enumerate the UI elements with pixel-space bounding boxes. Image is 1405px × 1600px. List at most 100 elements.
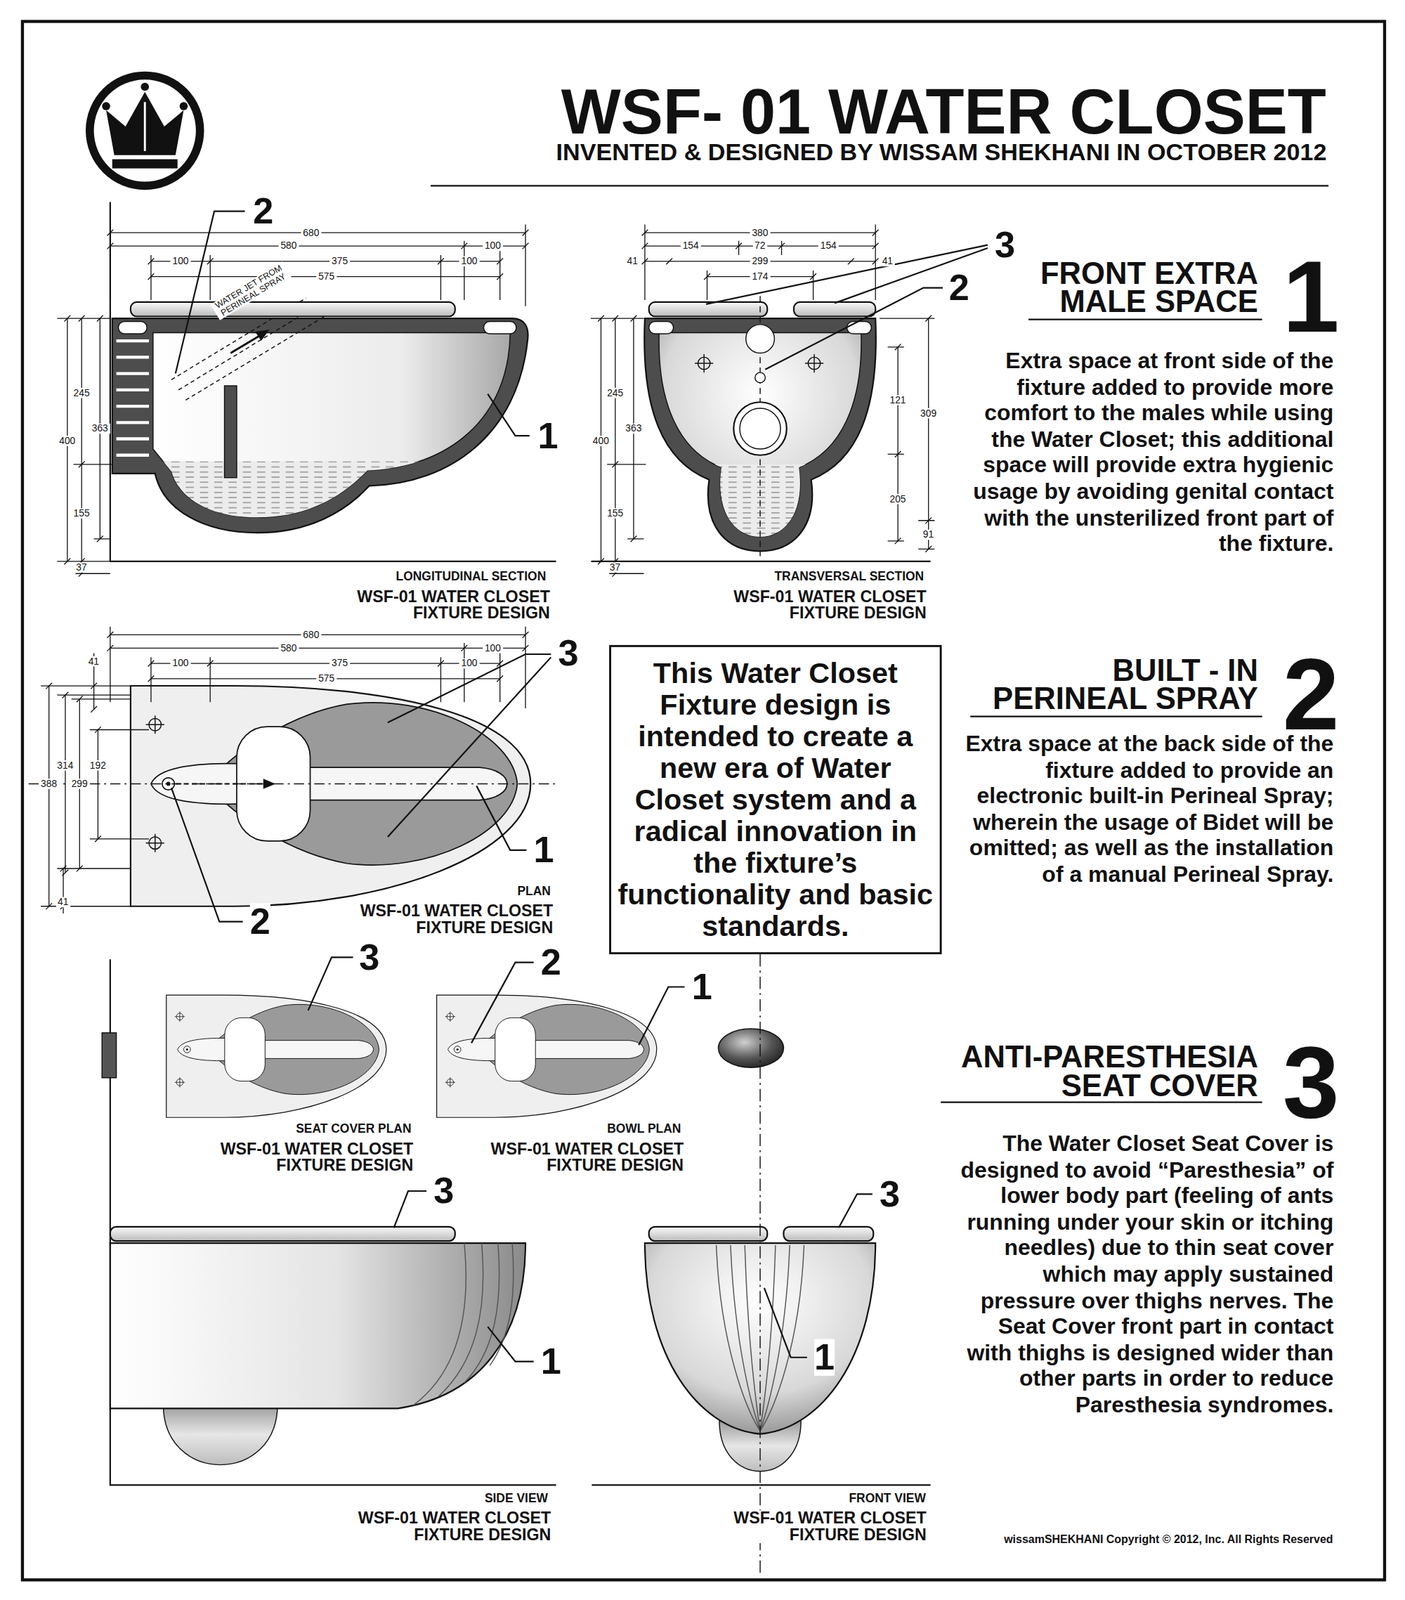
feature-number: 2	[1282, 642, 1340, 745]
dimension: 154	[680, 240, 702, 251]
view-title: WSF-01 WATER CLOSET FIXTURE DESIGN	[168, 1140, 414, 1174]
leader-line	[487, 1326, 534, 1361]
view-title: WSF-01 WATER CLOSET FIXTURE DESIGN	[304, 588, 551, 622]
dimension: 680	[300, 227, 322, 238]
longitudinal-section	[230, 334, 262, 353]
dimension: 154	[818, 240, 839, 251]
dimension: 580	[278, 642, 300, 653]
crown-logo	[85, 71, 204, 190]
dimension-lines	[894, 315, 932, 553]
dimension: 100	[459, 256, 480, 267]
longitudinal-section	[255, 329, 270, 341]
view-title: FRONT VIEW	[848, 1491, 926, 1504]
crown-logo	[106, 92, 184, 156]
dimension: 100	[170, 256, 192, 267]
dimension: 580	[278, 240, 300, 251]
callout-number: 3	[557, 634, 579, 671]
dimension: 299	[69, 778, 90, 789]
callout-number: 1	[691, 968, 713, 1005]
longitudinal-section	[107, 224, 529, 307]
side-view	[110, 958, 557, 1485]
feature-number: 3	[1282, 1030, 1340, 1133]
crown-logo	[179, 101, 189, 111]
dimension: 37	[607, 562, 623, 572]
dimension: 363	[623, 423, 644, 434]
leader-line	[764, 1287, 808, 1358]
transversal-section	[649, 321, 674, 334]
plan-view	[107, 626, 529, 709]
feature-text: Extra space at front side of the fixture…	[953, 347, 1334, 557]
feature-text: Extra space at the back side of the fixt…	[953, 730, 1334, 888]
callout-number: 1	[540, 1342, 562, 1380]
dimension: 100	[459, 658, 480, 669]
front-view	[591, 953, 931, 1577]
dimension-lines	[644, 232, 876, 277]
dimension-lines	[642, 224, 936, 553]
plan-view	[175, 782, 268, 784]
longitudinal-section	[130, 302, 456, 317]
plan-view	[130, 685, 531, 907]
dimension: 575	[316, 271, 337, 281]
dimension-lines	[879, 318, 935, 549]
dimension: 37	[73, 562, 89, 572]
callout-number: 3	[433, 1172, 454, 1210]
longitudinal-section	[118, 321, 147, 334]
leader-line	[171, 211, 988, 1362]
dimension: 174	[750, 271, 771, 281]
note-box: This Water Closet Fixture design is inte…	[609, 644, 942, 954]
callout-number: 3	[879, 1175, 900, 1212]
front-view	[759, 953, 761, 1577]
flush-plate	[718, 1028, 784, 1068]
dimension-lines	[45, 682, 101, 910]
sheet-title: WSF- 01 WATER CLOSET	[561, 80, 1327, 145]
crown-logo	[85, 71, 204, 190]
view-title: WSF-01 WATER CLOSET FIXTURE DESIGN	[681, 1510, 927, 1543]
transversal-section	[590, 315, 646, 577]
feature-heading: BUILT - IN PERINEAL SPRAY	[951, 656, 1259, 714]
longitudinal-section	[116, 340, 149, 456]
dimension: 245	[71, 387, 93, 398]
bowl-plan	[436, 994, 657, 1117]
side-view	[162, 1404, 278, 1465]
transversal-section	[793, 302, 876, 317]
transversal-section	[746, 324, 775, 354]
dimension: 400	[590, 435, 612, 446]
dimension: 91	[920, 529, 936, 540]
callout-number: 1	[537, 417, 558, 454]
dimension: 245	[604, 387, 626, 398]
transversal-section	[805, 354, 824, 373]
view-title: PLAN	[517, 884, 551, 897]
dimension: 192	[87, 760, 109, 770]
leader-line	[638, 987, 685, 1046]
leader-line	[171, 787, 244, 921]
dimension: 100	[170, 658, 192, 669]
callout-number: 2	[250, 902, 271, 940]
dimension: 400	[56, 435, 78, 446]
plan-view	[107, 626, 529, 709]
seat-cover-plan	[166, 994, 387, 1117]
dimension: 388	[38, 778, 60, 789]
leader-line	[471, 962, 534, 1044]
leader-line	[838, 1193, 873, 1228]
dimension: 155	[71, 507, 93, 518]
view-title: WSF-01 WATER CLOSET FIXTURE DESIGN	[306, 1510, 552, 1543]
callout-number: 3	[994, 226, 1016, 263]
leader-line	[308, 956, 354, 1011]
crown-logo	[144, 101, 147, 152]
dimension: 309	[918, 408, 939, 418]
note-text: This Water Closet Fixture design is inte…	[617, 656, 934, 942]
longitudinal-section	[224, 385, 237, 478]
dimension: 41	[86, 656, 102, 666]
view-title: WSF-01 WATER CLOSET FIXTURE DESIGN	[681, 588, 927, 622]
leader-line	[765, 288, 943, 370]
front-view	[591, 1483, 931, 1486]
crown-logo	[112, 159, 178, 169]
longitudinal-section	[110, 202, 557, 562]
view-title: SIDE VIEW	[484, 1491, 548, 1504]
longitudinal-section	[153, 460, 541, 533]
leader-line	[394, 1190, 427, 1228]
transversal-section	[739, 408, 781, 449]
front-view	[783, 1226, 874, 1241]
plan-view	[28, 783, 557, 784]
